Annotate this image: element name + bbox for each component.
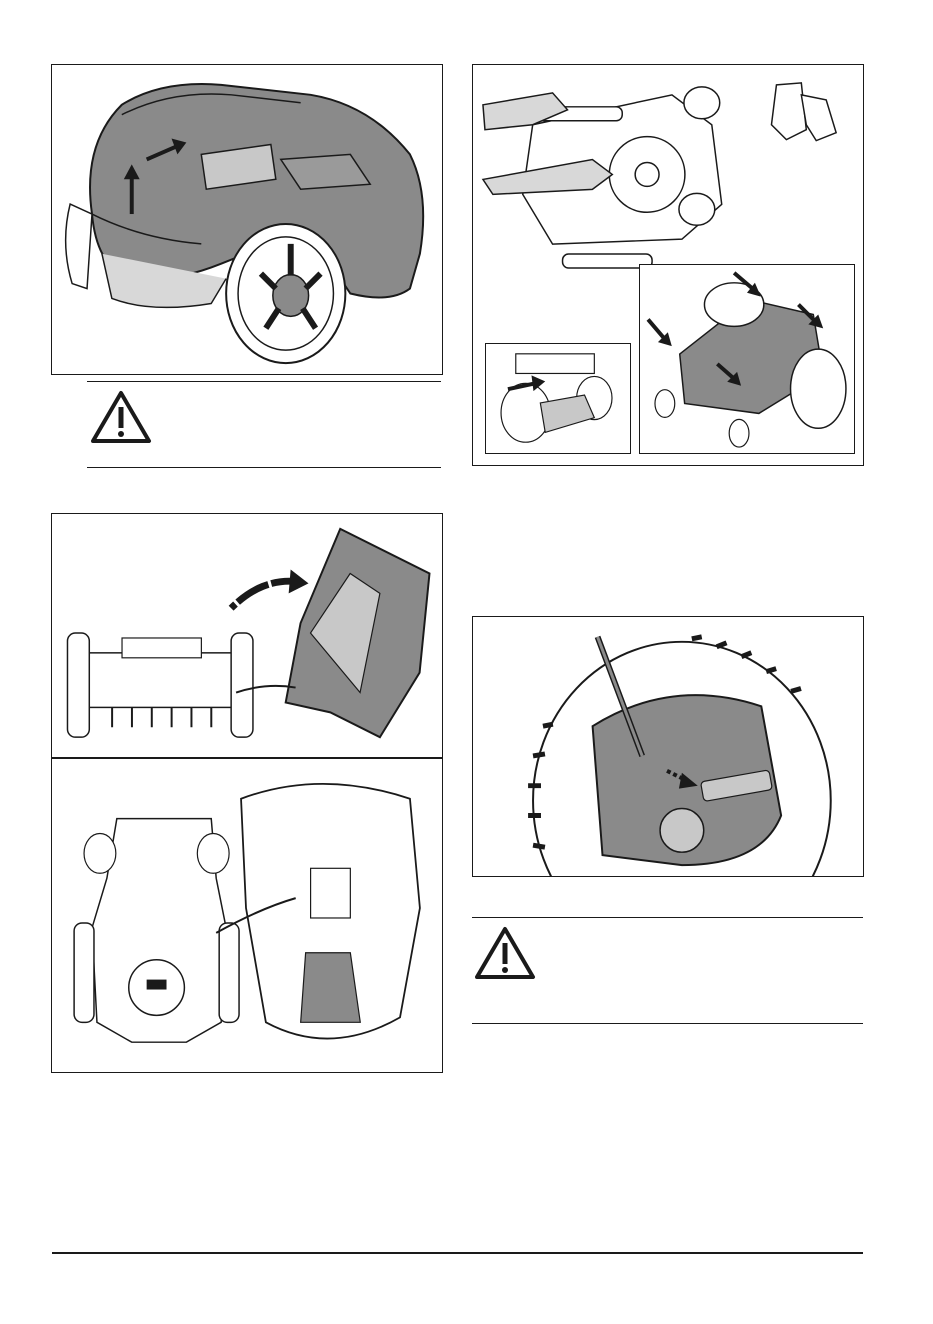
inset-brush-cleaning bbox=[485, 343, 631, 454]
warning-triangle-icon bbox=[90, 390, 152, 444]
figure-wheel-cap-screwdriver bbox=[472, 616, 864, 877]
inset-body-screws bbox=[639, 264, 855, 454]
figure-body-detach-top bbox=[51, 758, 443, 1073]
wheel-cap-pry-illustration bbox=[473, 617, 863, 876]
mower-body-flip-illustration bbox=[52, 514, 442, 757]
warning-2-top-rule bbox=[472, 917, 863, 918]
figure-body-detach-side bbox=[51, 513, 443, 758]
figure-wheel-brushes-gloves bbox=[472, 64, 864, 466]
warning-1-top-rule bbox=[87, 381, 441, 382]
mower-body-lift-illustration bbox=[52, 65, 442, 374]
warning-2-bottom-rule bbox=[472, 1023, 863, 1024]
warning-1-bottom-rule bbox=[87, 467, 441, 468]
mower-body-open-top-illustration bbox=[52, 759, 442, 1072]
warning-triangle-icon bbox=[474, 926, 536, 980]
footer-rule bbox=[52, 1252, 863, 1254]
figure-lift-body bbox=[51, 64, 443, 375]
